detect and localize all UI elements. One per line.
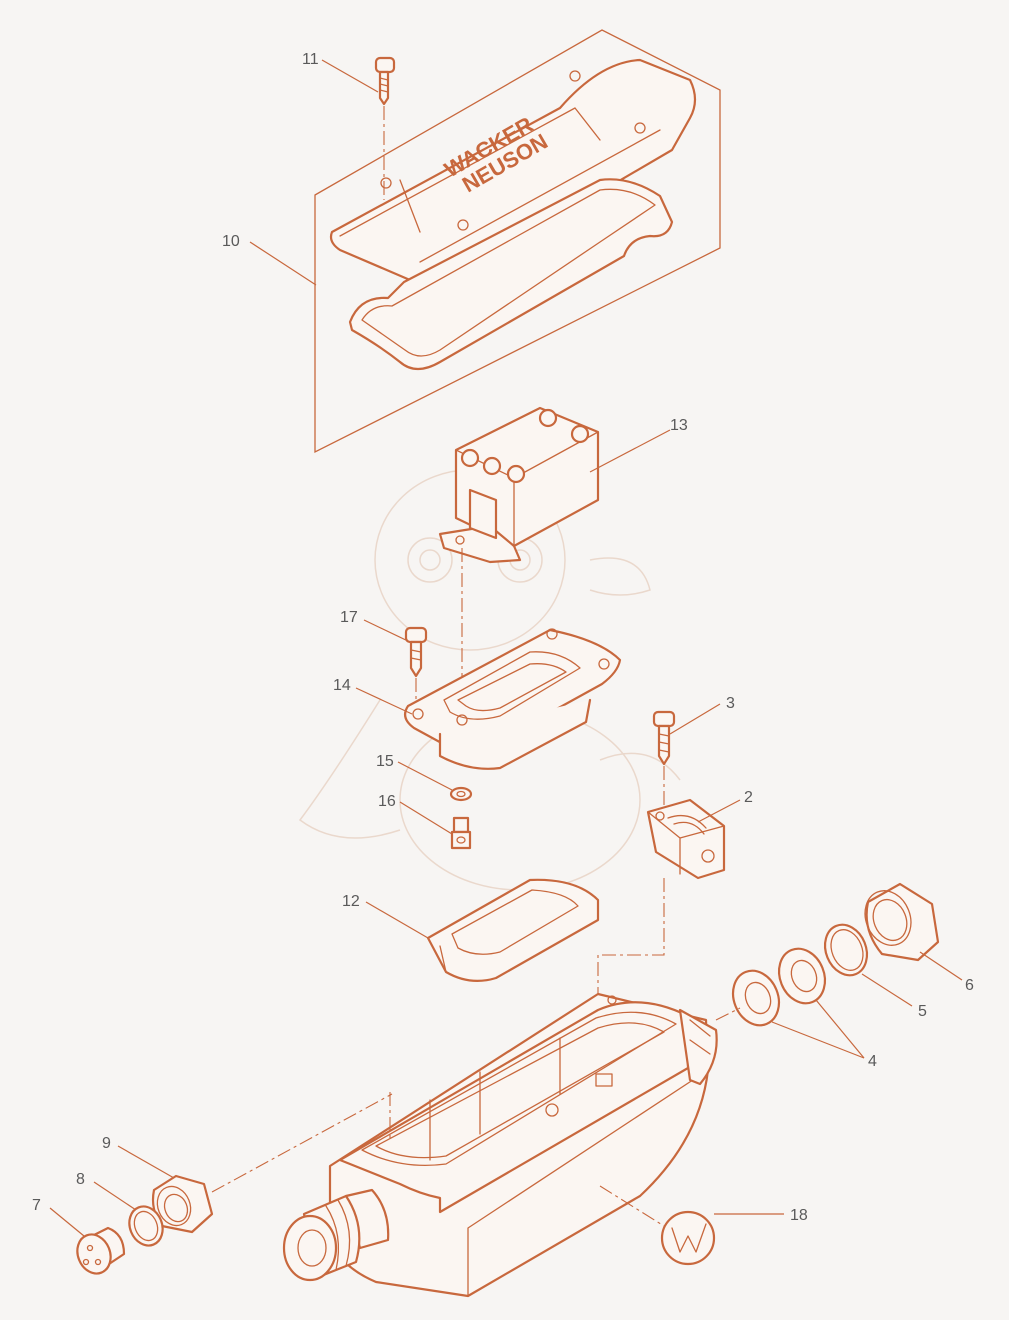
part-10-cover: WACKER NEUSON: [329, 58, 697, 282]
callout-18: 18: [790, 1207, 808, 1224]
callout-9: 9: [102, 1135, 111, 1152]
axis-right-gland: [715, 1007, 741, 1021]
part-main-housing: [328, 992, 718, 1298]
part-4-seal-rings: [731, 947, 827, 1027]
callout-15: 15: [376, 753, 394, 770]
part-6-gland-nut: [864, 882, 940, 962]
callout-13: 13: [670, 417, 688, 434]
callout-5: 5: [918, 1003, 927, 1020]
part-10-gasket: [348, 178, 674, 371]
leader-lines: [49, 59, 963, 1237]
callout-17: 17: [340, 609, 358, 626]
part-16-bolt: [450, 816, 472, 850]
part-13-contactor: [438, 406, 600, 564]
part-15-washer: [449, 786, 473, 802]
part-8-o-ring: [128, 1205, 164, 1247]
callout-4: 4: [868, 1053, 877, 1070]
part-3-screw: [652, 710, 676, 766]
part-2-clamp: [646, 798, 726, 880]
callout-16: 16: [378, 793, 396, 810]
part-18-logo-plate: [660, 1210, 716, 1266]
callout-14: 14: [333, 677, 351, 694]
part-11-screw: [374, 56, 396, 106]
callout-10: 10: [222, 233, 240, 250]
axis-left-gland: [211, 1093, 393, 1193]
part-17-screw: [404, 626, 428, 678]
part-5-o-ring: [823, 923, 869, 977]
part-14-plate: [403, 628, 622, 770]
callout-6: 6: [965, 977, 974, 994]
callout-12: 12: [342, 893, 360, 910]
group-frame-cover: [314, 29, 721, 454]
callout-11: 11: [302, 51, 319, 68]
axis-18: [599, 1185, 665, 1227]
callout-labels: 11 10 13 17 14 3 2 15 16 12 6 5 4 9 8 7 …: [32, 51, 974, 1224]
part-7-plug: [76, 1226, 126, 1275]
callout-7: 7: [32, 1197, 41, 1214]
callout-2: 2: [744, 789, 753, 806]
part-12-seal: [426, 878, 600, 983]
part-housing-gland: [282, 1188, 390, 1282]
callout-8: 8: [76, 1171, 85, 1188]
callout-3: 3: [726, 695, 735, 712]
